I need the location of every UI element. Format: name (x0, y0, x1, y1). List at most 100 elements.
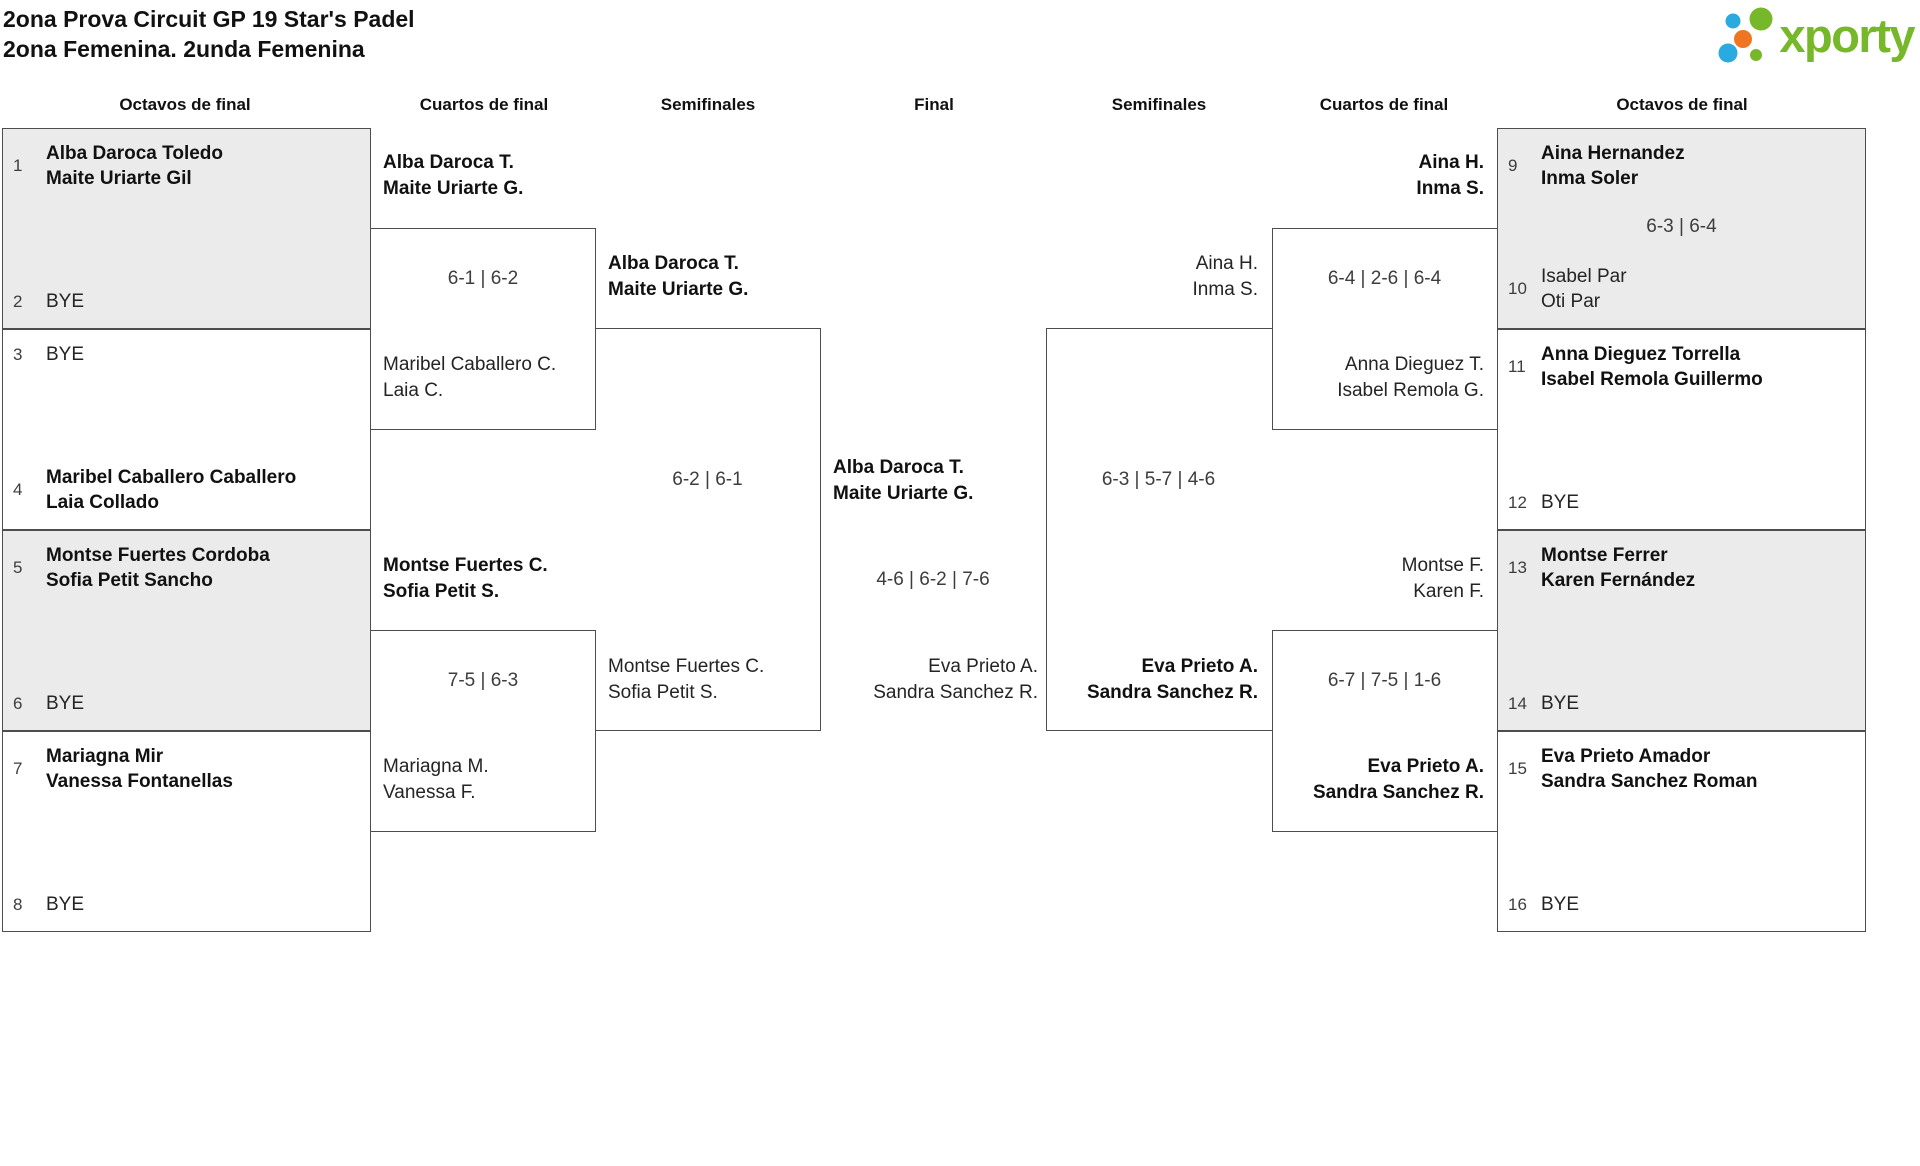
seed-number: 13 (1508, 558, 1527, 577)
player-name: BYE (46, 894, 85, 915)
team-entry: 14 BYE (1508, 691, 1859, 716)
team-cuartos-right-1-winner: Aina H. Inma S. (1416, 150, 1484, 202)
round-header-octavos-right: Octavos de final (1616, 95, 1748, 114)
match-box-octavos-3: 5 Montse Fuertes Cordoba Sofia Petit San… (2, 530, 371, 731)
player-name: Laia C. (383, 380, 444, 401)
team-entry: 4 Maribel Caballero Caballero Laia Colla… (13, 465, 364, 515)
player-name: BYE (46, 291, 85, 312)
team-names: Isabel Par Oti Par (1541, 264, 1627, 314)
team-names: BYE (46, 892, 84, 917)
player-name: Maite Uriarte G. (383, 178, 524, 199)
player-name: Inma S. (1192, 279, 1258, 300)
player-name: Anna Dieguez Torrella (1541, 344, 1741, 365)
connector-line (1046, 328, 1273, 329)
team-semis-right-winner: Eva Prieto A. Sandra Sanchez R. (1087, 654, 1258, 706)
team-cuartos-right-2-winner: Eva Prieto A. Sandra Sanchez R. (1313, 754, 1484, 806)
xporty-logo-text: xporty (1779, 9, 1915, 62)
score-cuartos-right-1: 6-4 | 2-6 | 6-4 (1327, 268, 1442, 289)
team-names: Eva Prieto Amador Sandra Sanchez Roman (1541, 744, 1757, 794)
team-names: BYE (46, 342, 84, 367)
team-entry: 2 BYE (13, 289, 364, 314)
match-box-octavos-1: 1 Alba Daroca Toledo Maite Uriarte Gil 2… (2, 128, 371, 329)
connector-line (1272, 429, 1497, 430)
seed-number: 4 (13, 480, 23, 499)
round-header-semis-right: Semifinales (1111, 95, 1207, 114)
team-entry: 11 Anna Dieguez Torrella Isabel Remola G… (1508, 342, 1859, 392)
player-name: Maite Uriarte G. (833, 483, 974, 504)
player-name: Inma S. (1416, 178, 1484, 199)
player-name: Eva Prieto A. (1141, 656, 1258, 677)
team-names: Alba Daroca Toledo Maite Uriarte Gil (46, 141, 223, 191)
score-cuartos-left-1: 6-1 | 6-2 (447, 268, 519, 289)
connector-line (596, 328, 821, 329)
player-name: Karen F. (1413, 581, 1484, 602)
seed-number: 12 (1508, 492, 1527, 512)
player-name: Sandra Sanchez R. (873, 682, 1038, 703)
player-name: Alba Daroca T. (608, 253, 739, 274)
player-name: Aina Hernandez (1541, 143, 1685, 164)
player-name: BYE (1541, 693, 1580, 714)
score-cuartos-right-2: 6-7 | 7-5 | 1-6 (1327, 670, 1442, 691)
round-header-cuartos-right: Cuartos de final (1319, 95, 1449, 114)
player-name: Eva Prieto A. (1367, 756, 1484, 777)
connector-line (1046, 730, 1273, 731)
seed-number: 9 (1508, 156, 1518, 175)
connector-line (371, 228, 596, 229)
team-entry: 15 Eva Prieto Amador Sandra Sanchez Roma… (1508, 744, 1859, 794)
match-box-octavos-5: 9 Aina Hernandez Inma Soler 6-3 | 6-4 10… (1497, 128, 1866, 329)
score-semis-left: 6-2 | 6-1 (672, 469, 743, 490)
score-cuartos-left-2: 7-5 | 6-3 (447, 670, 519, 691)
seed-number: 15 (1508, 759, 1527, 778)
team-cuartos-left-2-loser: Mariagna M. Vanessa F. (383, 754, 489, 806)
xporty-logo: xporty (1717, 5, 1915, 67)
seed-number: 6 (13, 693, 23, 713)
connector-line (1272, 630, 1273, 832)
player-name: Karen Fernández (1541, 570, 1696, 591)
team-entry: 6 BYE (13, 691, 364, 716)
team-entry: 16 BYE (1508, 892, 1859, 917)
match-box-octavos-6: 11 Anna Dieguez Torrella Isabel Remola G… (1497, 329, 1866, 530)
team-names: BYE (1541, 691, 1579, 716)
team-names: BYE (46, 691, 84, 716)
team-names: Anna Dieguez Torrella Isabel Remola Guil… (1541, 342, 1763, 392)
match-box-octavos-7: 13 Montse Ferrer Karen Fernández 14 BYE (1497, 530, 1866, 731)
player-name: Montse Fuertes C. (383, 555, 548, 576)
match-box-octavos-8: 15 Eva Prieto Amador Sandra Sanchez Roma… (1497, 731, 1866, 932)
player-name: Mariagna Mir (46, 746, 164, 767)
seed-number: 3 (13, 344, 23, 364)
player-name: Montse F. (1401, 555, 1484, 576)
player-name: Anna Dieguez T. (1344, 354, 1484, 375)
player-name: BYE (46, 693, 85, 714)
connector-line (820, 328, 821, 731)
player-name: Maite Uriarte Gil (46, 168, 192, 189)
team-entry: 9 Aina Hernandez Inma Soler (1508, 141, 1859, 191)
team-entry: 12 BYE (1508, 490, 1859, 515)
team-entry: 8 BYE (13, 892, 364, 917)
team-names: BYE (1541, 490, 1579, 515)
round-header-final: Final (914, 95, 954, 114)
match-score: 6-3 | 6-4 (1646, 216, 1717, 237)
page-title: 2ona Prova Circuit GP 19 Star's Padel 2o… (3, 4, 415, 64)
player-name: Aina H. (1418, 152, 1484, 173)
xporty-logo-dots (1718, 7, 1773, 63)
round-header-semis-left: Semifinales (660, 95, 756, 114)
team-entry: 7 Mariagna Mir Vanessa Fontanellas (13, 744, 364, 794)
score-final: 4-6 | 6-2 | 7-6 (876, 569, 990, 590)
team-names: Montse Ferrer Karen Fernández (1541, 543, 1695, 593)
connector-line (1272, 228, 1497, 229)
connector-line (596, 730, 821, 731)
seed-number: 14 (1508, 693, 1527, 713)
player-name: Inma Soler (1541, 168, 1639, 189)
player-name: BYE (1541, 894, 1580, 915)
team-names: Maribel Caballero Caballero Laia Collado (46, 465, 296, 515)
round-header-octavos-left: Octavos de final (119, 95, 251, 114)
player-name: Montse Ferrer (1541, 545, 1668, 566)
team-names: Mariagna Mir Vanessa Fontanellas (46, 744, 233, 794)
category-subtitle: 2ona Femenina. 2unda Femenina (3, 36, 365, 62)
team-entry: 13 Montse Ferrer Karen Fernández (1508, 543, 1859, 593)
connector-line (595, 228, 596, 430)
player-name: Montse Fuertes Cordoba (46, 545, 270, 566)
team-names: Montse Fuertes Cordoba Sofia Petit Sanch… (46, 543, 270, 593)
connector-line (1046, 328, 1047, 731)
player-name: Alba Daroca Toledo (46, 143, 224, 164)
